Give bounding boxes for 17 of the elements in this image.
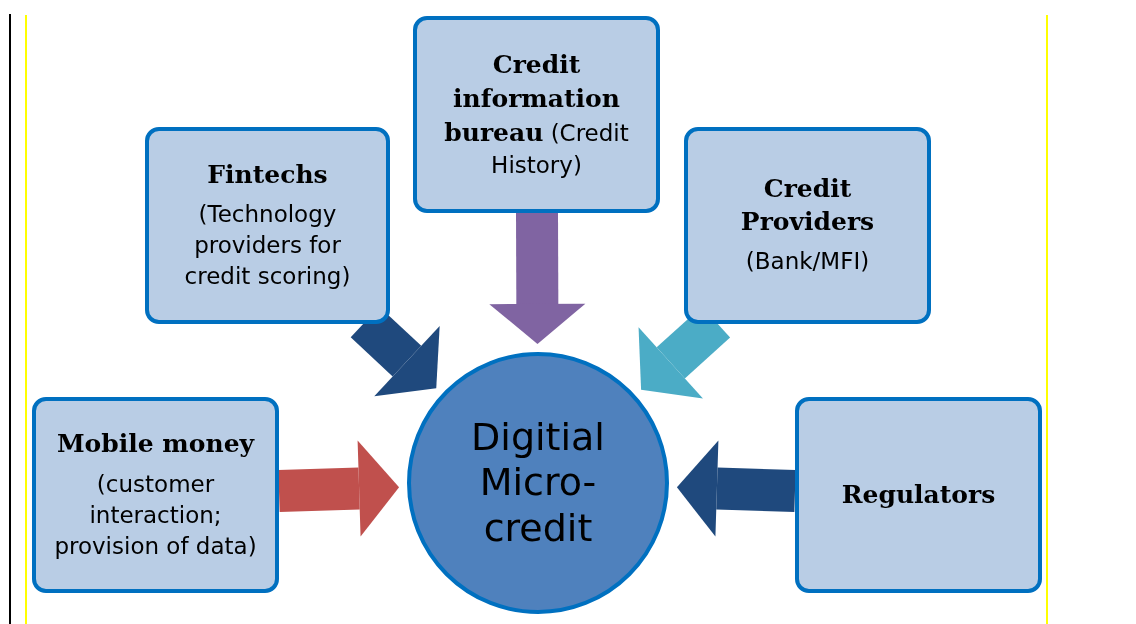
box-description: (Bank/MFI) [745,247,870,277]
rounded-box [145,127,390,324]
box-description: (customer interaction; provision of data) [53,469,258,561]
box-title: Fintechs [207,158,328,191]
rounded-box [32,397,279,593]
block-arrow [278,440,400,537]
box-description: (Technology providers for credit scoring) [183,200,352,292]
rounded-box [684,127,931,324]
rounded-box [413,16,660,213]
box-title: Regulators [841,478,996,511]
hub-label: Digitial Micro-credit [470,414,606,552]
box-title: Credit Providers [739,173,876,238]
block-arrow [676,440,796,537]
block-arrow [489,212,586,344]
rounded-box [795,397,1042,593]
box-text: Credit information bureau (Credit History) [443,49,630,180]
box-title: Mobile money [56,428,255,461]
